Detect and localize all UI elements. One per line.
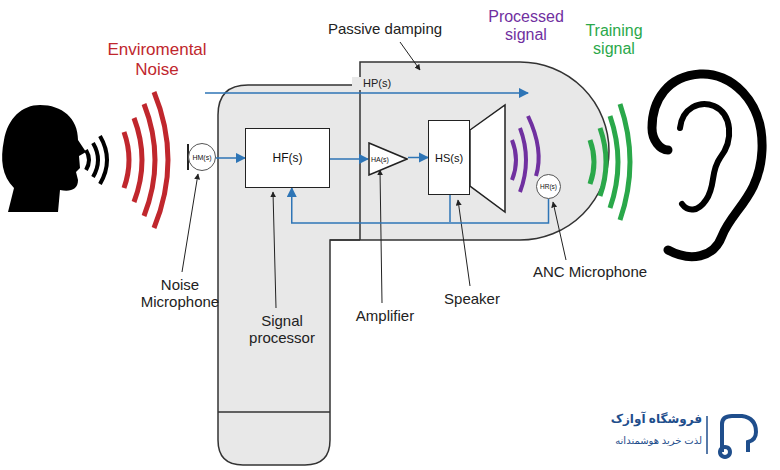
signal-connector [408, 157, 428, 159]
watermark: لذت خرید هوشمندانه [580, 435, 702, 447]
speaker-box: HS(s) [428, 120, 470, 195]
filter-box: HF(s) [245, 128, 330, 188]
speaker-cone [470, 105, 505, 212]
noise-waves [124, 92, 168, 228]
noise-label: Enviromental Noise [92, 40, 222, 79]
part-label: Amplifier [340, 307, 430, 324]
amplifier-triangle: HA(s) [368, 142, 408, 176]
ear-inner [680, 104, 729, 210]
training-waves [590, 104, 630, 220]
voice-waves [86, 136, 107, 184]
signal-label: Training signal [574, 22, 654, 59]
signal-connector [216, 157, 245, 159]
transfer-function: HR(s) [540, 183, 557, 190]
signal-connector [292, 188, 549, 223]
ear-outline [652, 74, 762, 257]
part-label: Speaker [432, 290, 512, 307]
watermark: فروشگاه آوازک [590, 413, 702, 427]
passive-path [205, 92, 528, 94]
part-label: ANC Microphone [510, 263, 670, 280]
logo-divider [706, 416, 708, 454]
part-label: Passive damping [300, 20, 470, 37]
head-silhouette [2, 105, 86, 212]
signal-label: Processed signal [476, 8, 576, 45]
signal-connector [330, 158, 368, 160]
noise-mic-circle: HM(s) [188, 143, 216, 171]
part-label: Noise Microphone [130, 276, 230, 311]
anc-mic-circle: HR(s) [536, 174, 561, 199]
leader-lines [182, 42, 566, 308]
transfer-function: HF(s) [273, 151, 303, 165]
transfer-function: HA(s) [371, 156, 389, 163]
processed-waves [512, 116, 539, 192]
transfer-function: HS(s) [435, 152, 463, 164]
feedback-tap [449, 195, 451, 222]
transfer-function: HM(s) [192, 154, 211, 161]
signal-label: HP(s) [352, 77, 402, 90]
logo-icon [720, 416, 756, 457]
part-label: Signal processor [232, 312, 332, 347]
